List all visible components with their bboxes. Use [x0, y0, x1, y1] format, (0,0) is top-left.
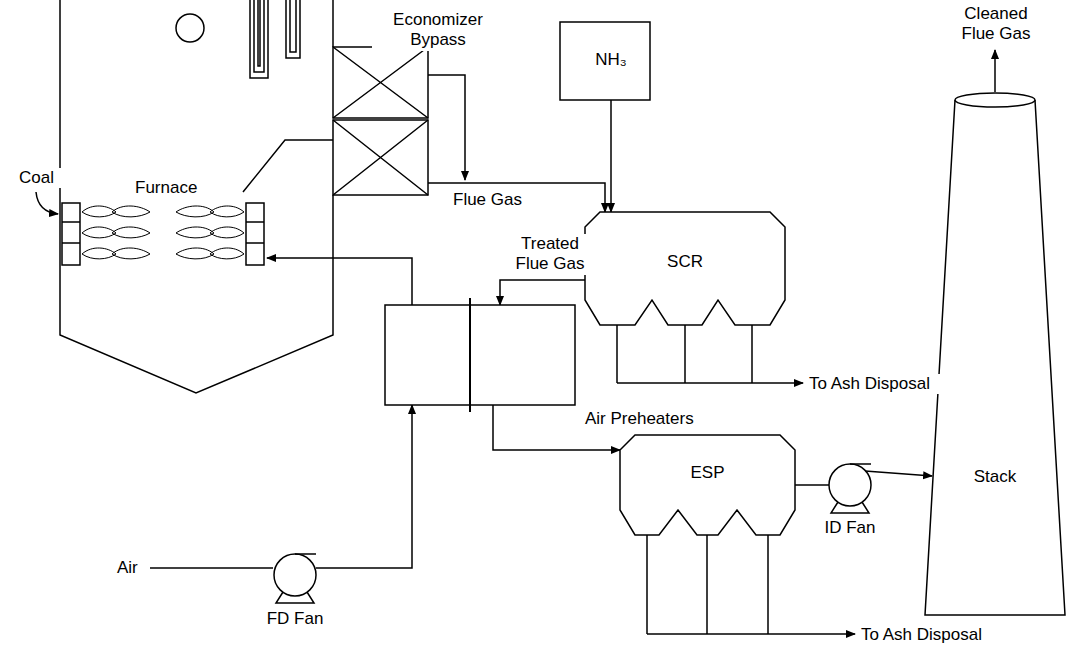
esp-unit-outline	[620, 435, 795, 545]
node-label: ID Fan	[810, 518, 890, 538]
reagent-tank: NH₃	[560, 22, 662, 100]
flow-connector	[500, 280, 585, 305]
coal-arrow	[36, 192, 58, 214]
stack-outlet-arrow	[994, 50, 996, 92]
flow-connector	[428, 183, 605, 212]
flow-connector	[865, 471, 932, 476]
annotation-label: To Ash Disposal	[808, 374, 940, 394]
node-label: Furnace	[135, 178, 245, 198]
annotation-label: Economizer Bypass	[372, 10, 504, 51]
flow-connector	[316, 405, 412, 568]
fd-fan: FD Fan	[265, 553, 325, 638]
node-label: NH₃	[560, 50, 662, 70]
node-label: Stack	[920, 467, 1070, 487]
bypass-arrow	[428, 75, 465, 180]
air-preheater: Air Preheaters	[385, 305, 575, 405]
node-label: Air Preheaters	[585, 409, 715, 429]
node-label: SCR	[585, 252, 785, 272]
node-label: ESP	[620, 463, 795, 483]
connector-label: Treated Flue Gas	[513, 234, 587, 275]
flow-connector	[795, 484, 829, 486]
stack-outline	[920, 90, 1070, 620]
esp-unit: ESP	[620, 435, 795, 545]
annotation-label: To Ash Disposal	[860, 625, 997, 645]
scr-ash-line	[617, 382, 803, 384]
furnace: Furnace	[60, 0, 428, 395]
air-line	[150, 567, 273, 569]
flow-connector	[267, 258, 412, 305]
id-fan: ID Fan	[820, 463, 880, 541]
esp-ash-pipes	[647, 535, 768, 634]
esp-ash-line	[647, 633, 855, 635]
furnace-outline	[60, 0, 428, 395]
annotation-label: Coal	[18, 168, 80, 188]
annotation-label: Cleaned Flue Gas	[950, 4, 1042, 45]
node-label: FD Fan	[255, 609, 335, 629]
connector-label: Flue Gas	[452, 190, 534, 210]
flow-connector	[610, 100, 612, 212]
scr-reactor: SCR	[585, 212, 785, 330]
scr-ash-pipes	[617, 325, 752, 383]
stack: Stack	[920, 90, 1070, 620]
annotation-label: Air	[116, 558, 150, 578]
air-preheater-outline	[385, 305, 575, 405]
